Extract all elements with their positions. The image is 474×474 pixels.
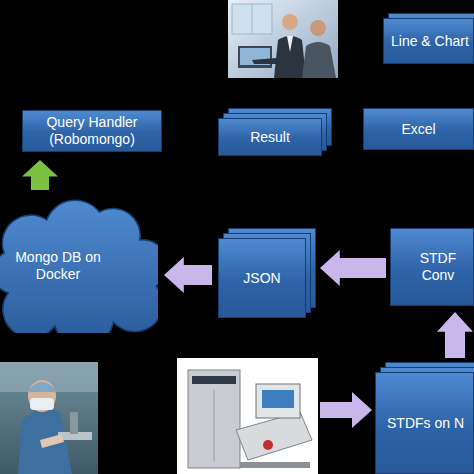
node-label: Line & Chart <box>391 33 469 50</box>
block-arrow <box>22 160 58 190</box>
block-arrow <box>320 392 372 428</box>
node-label: Excel <box>401 121 435 138</box>
worker-cap <box>27 382 57 392</box>
text-area: Excel <box>363 108 474 150</box>
test-head <box>236 412 312 460</box>
face-mask <box>30 398 54 410</box>
text-area: JSON <box>218 238 306 318</box>
tester-button <box>263 440 273 450</box>
process-box: Query Handler (Robomongo) <box>22 110 162 152</box>
worker-face <box>28 380 56 412</box>
tester-cabinet <box>188 370 240 468</box>
arm <box>252 58 280 64</box>
office-photo <box>228 0 338 78</box>
scrubs <box>18 409 72 474</box>
text-area: Result <box>218 118 322 156</box>
text-area: Query Handler (Robomongo) <box>22 110 162 152</box>
process-box: STDF Conv <box>390 228 474 306</box>
node-label: STDFs on N <box>387 415 464 432</box>
window-frame <box>252 4 253 34</box>
cabinet-door <box>214 390 215 462</box>
person-suit <box>302 42 336 78</box>
node-label: STDF Conv <box>402 250 474 284</box>
document-stack: Result <box>218 118 322 156</box>
lab-light <box>0 362 98 392</box>
block-arrow <box>320 250 386 286</box>
photo-background <box>177 358 318 474</box>
microscope-tube <box>70 412 78 434</box>
gloved-hand <box>40 434 64 448</box>
block-arrow <box>437 312 473 358</box>
process-box: Excel <box>363 108 474 150</box>
document-stack: Line & Chart <box>383 18 474 64</box>
text-area: STDFs on N <box>375 372 474 474</box>
document-stack: STDFs on N <box>375 372 474 474</box>
person-head <box>310 20 326 36</box>
shirt <box>287 36 293 52</box>
document-stack: JSON <box>218 238 306 318</box>
node-label: Query Handler (Robomongo) <box>26 114 158 148</box>
person-suit <box>274 36 306 78</box>
lab-photo <box>0 362 98 474</box>
cloud-shape: Mongo DB on Docker <box>0 198 158 333</box>
text-area: Mongo DB on Docker <box>0 198 158 333</box>
block-arrow <box>164 257 212 293</box>
photo-background <box>228 0 338 78</box>
node-label: Result <box>250 129 290 146</box>
monitor <box>238 46 272 68</box>
node-label: Mongo DB on Docker <box>0 249 118 283</box>
person-head <box>282 14 298 30</box>
tester-unit <box>256 384 300 418</box>
tester-base <box>240 462 310 468</box>
tester-screen <box>262 390 294 408</box>
text-area: STDF Conv <box>390 228 474 306</box>
tester-photo <box>177 358 318 474</box>
text-area: Line & Chart <box>383 18 474 64</box>
cabinet-band <box>192 376 236 384</box>
photo-background <box>0 362 98 474</box>
node-label: JSON <box>243 270 280 287</box>
cloud-path <box>0 200 158 333</box>
window <box>232 4 272 34</box>
